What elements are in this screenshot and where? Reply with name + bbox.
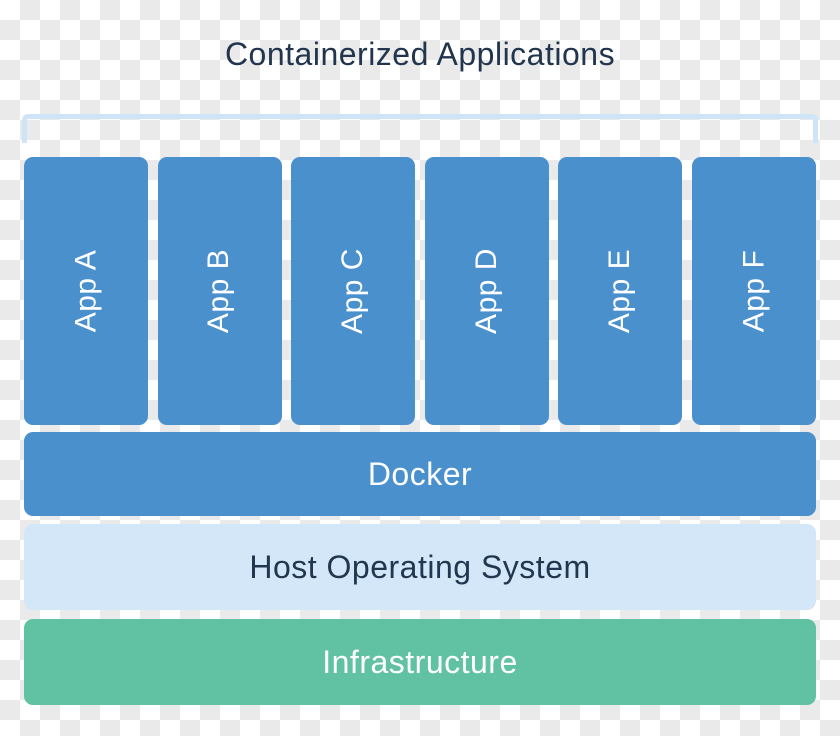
diagram-title: Containerized Applications xyxy=(224,36,616,72)
app-label: App F xyxy=(736,249,770,333)
infrastructure-layer: Infrastructure xyxy=(24,619,816,705)
app-label: App A xyxy=(68,249,102,333)
apps-container-outline xyxy=(22,114,818,143)
app-label: App E xyxy=(603,248,637,334)
app-label: App D xyxy=(469,248,503,334)
app-box-e: App E xyxy=(558,157,683,425)
app-box-a: App A xyxy=(24,157,148,425)
host-os-layer: Host Operating System xyxy=(24,524,816,610)
infrastructure-layer-label: Infrastructure xyxy=(322,643,518,680)
app-box-b: App B xyxy=(157,157,282,425)
app-box-d: App D xyxy=(424,157,549,425)
app-label: App C xyxy=(336,248,370,334)
app-box-c: App C xyxy=(291,157,416,425)
app-box-f: App F xyxy=(691,157,816,425)
docker-layer-label: Docker xyxy=(367,455,473,492)
host-os-layer-label: Host Operating System xyxy=(249,548,591,585)
app-label: App B xyxy=(202,248,236,334)
apps-row: App A App B App C App D App E App F xyxy=(24,157,816,425)
docker-layer: Docker xyxy=(24,432,816,516)
